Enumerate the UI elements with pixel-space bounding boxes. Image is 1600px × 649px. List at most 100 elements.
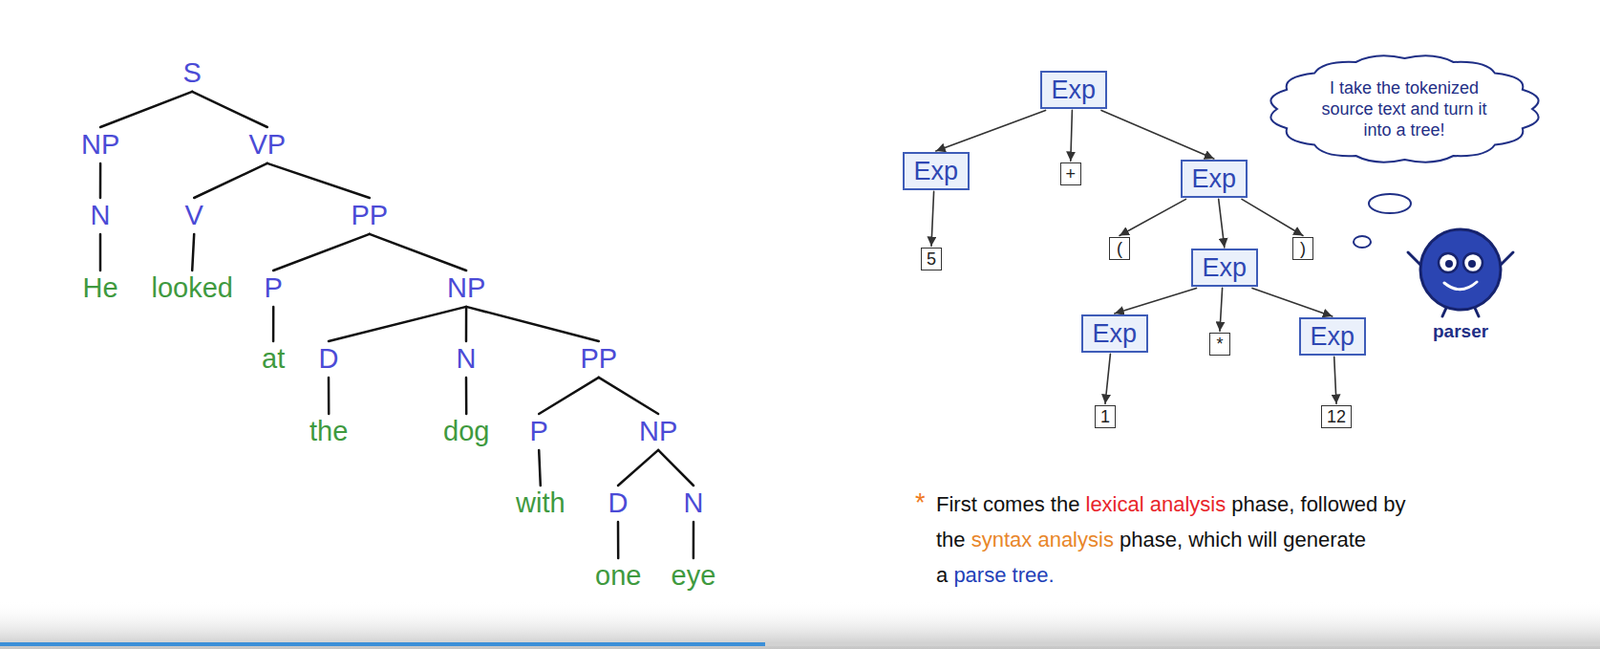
node-label: ) <box>1298 237 1308 260</box>
cloud-shape <box>1270 55 1538 162</box>
tree-branch <box>369 234 467 271</box>
node-label: D <box>319 343 340 375</box>
node-label: Exp <box>1202 252 1248 283</box>
node-label: NP <box>447 273 486 304</box>
node-label: NP <box>81 129 120 161</box>
node-label: Exp <box>1192 163 1238 194</box>
tree-branch <box>617 521 620 558</box>
syntax-category: D <box>317 343 342 375</box>
node-label: Exp <box>914 155 960 187</box>
tree-branch <box>327 377 331 414</box>
exp-box: Exp <box>1040 70 1109 109</box>
note-star: * <box>915 485 926 521</box>
word-leaf: looked <box>149 273 235 304</box>
word-leaf: eye <box>669 560 719 592</box>
exp-box: Exp <box>1191 248 1259 287</box>
node-label: one <box>595 560 641 592</box>
token-box: * <box>1209 332 1231 357</box>
tree-arrow <box>1105 353 1110 404</box>
character-name: parser <box>1432 320 1489 342</box>
tree-branch <box>192 91 268 128</box>
tree-branch <box>465 377 469 414</box>
syntax-category: NP <box>79 129 122 161</box>
syntax-category: N <box>454 343 479 375</box>
syntax-category: V <box>183 200 206 232</box>
progress-track <box>0 641 1600 646</box>
tree-branch <box>465 306 469 342</box>
node-label: looked <box>151 273 234 304</box>
word-leaf: with <box>513 488 568 519</box>
tree-branch <box>192 234 194 271</box>
node-label: 12 <box>1326 405 1346 428</box>
syntax-category: VP <box>247 129 289 161</box>
highlight-term: lexical analysis <box>1086 491 1227 516</box>
syntax-category: NP <box>445 273 488 304</box>
progress-bar <box>0 641 766 646</box>
tree-arrow <box>936 109 1046 151</box>
note-text: the <box>936 527 966 552</box>
node-label: V <box>185 200 204 232</box>
tree-arrow <box>1101 109 1215 159</box>
word-leaf: at <box>259 343 287 375</box>
word-leaf: dog <box>441 416 491 448</box>
syntax-category: D <box>606 488 631 519</box>
syntax-category: PP <box>578 343 620 375</box>
tree-arrow <box>1252 287 1333 317</box>
node-label: S <box>183 58 202 89</box>
tree-branch <box>538 449 541 486</box>
exp-box: Exp <box>902 151 971 191</box>
node-label: P <box>530 416 549 448</box>
note-text: phase, followed by <box>1231 491 1406 516</box>
tree-branch <box>538 377 599 414</box>
syntax-category: NP <box>637 416 680 448</box>
cloud-text: I take the tokenized source text and tur… <box>1316 77 1494 141</box>
tree-branch <box>193 163 268 198</box>
node-label: with <box>515 488 566 519</box>
note-text: a <box>936 562 948 587</box>
note-block: *First comes the lexical analysis phase,… <box>915 486 1407 593</box>
thought-puff <box>1368 193 1411 214</box>
tree-arrow <box>1070 109 1073 161</box>
tree-branch <box>466 306 599 342</box>
word-leaf: the <box>307 416 350 448</box>
tree-branch <box>267 163 370 198</box>
note-text: phase, which will generate <box>1119 527 1366 552</box>
tree-arrow <box>1119 198 1187 235</box>
node-label: + <box>1066 163 1077 186</box>
node-label: P <box>264 273 283 304</box>
node-label: VP <box>249 129 287 161</box>
node-label: N <box>456 343 477 375</box>
word-leaf: one <box>593 560 643 592</box>
syntax-category: P <box>528 416 551 448</box>
speech-cloud: I take the tokenized source text and tur… <box>1263 46 1546 171</box>
node-label: dog <box>443 416 490 448</box>
syntax-category: P <box>262 273 285 304</box>
node-label: at <box>261 343 285 375</box>
syntax-category: PP <box>349 200 391 232</box>
tree-branch <box>100 91 192 128</box>
token-box: 12 <box>1321 405 1352 429</box>
parser-character <box>1408 229 1514 317</box>
tree-arrow <box>1114 287 1197 314</box>
node-label: NP <box>639 416 678 448</box>
tree-branch <box>99 163 103 198</box>
token-box: ( <box>1109 236 1131 261</box>
exp-box: Exp <box>1081 314 1150 353</box>
tree-branch <box>598 377 659 414</box>
highlight-term: syntax analysis <box>971 527 1114 552</box>
node-label: Exp <box>1092 318 1138 349</box>
token-box: ) <box>1292 236 1314 261</box>
thought-puff <box>1353 235 1371 248</box>
tree-branch <box>272 306 276 342</box>
syntax-category: S <box>181 58 204 89</box>
highlight-term: parse tree. <box>953 562 1054 587</box>
node-label: the <box>309 416 348 448</box>
node-label: N <box>683 488 704 519</box>
tree-branch <box>99 234 103 271</box>
tree-branch <box>273 234 370 271</box>
node-label: Exp <box>1310 320 1356 352</box>
node-label: N <box>90 200 111 232</box>
tree-arrow <box>931 191 935 246</box>
node-label: PP <box>580 343 619 375</box>
tree-branch <box>692 521 696 558</box>
